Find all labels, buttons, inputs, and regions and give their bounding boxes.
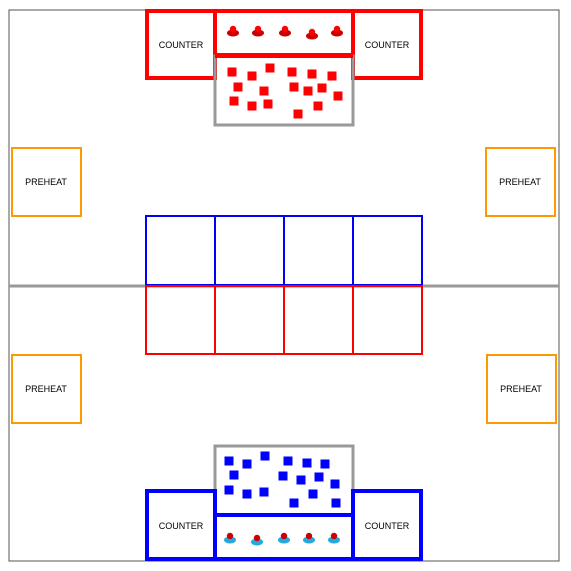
red-cube[interactable] bbox=[265, 63, 275, 73]
blue-cone-rack[interactable] bbox=[213, 513, 355, 561]
red-cube[interactable] bbox=[227, 67, 237, 77]
preheat-top-right-label: PREHEAT bbox=[499, 177, 541, 187]
blue-cube[interactable] bbox=[331, 498, 341, 508]
blue-cone[interactable] bbox=[278, 532, 290, 544]
blue-cube[interactable] bbox=[296, 475, 306, 485]
red-cube[interactable] bbox=[313, 101, 323, 111]
blue-cube[interactable] bbox=[320, 459, 330, 469]
red-counter-left-label: COUNTER bbox=[159, 40, 204, 50]
blue-cube[interactable] bbox=[229, 470, 239, 480]
red-cube[interactable] bbox=[289, 82, 299, 92]
preheat-top-right[interactable] bbox=[485, 147, 556, 217]
blue-cube[interactable] bbox=[283, 456, 293, 466]
red-cube[interactable] bbox=[233, 82, 243, 92]
preheat-bottom-right-label: PREHEAT bbox=[500, 384, 542, 394]
blue-counter-left-label: COUNTER bbox=[159, 521, 204, 531]
blue-cube[interactable] bbox=[224, 456, 234, 466]
red-cone-group bbox=[227, 25, 343, 40]
preheat-top-left[interactable] bbox=[11, 147, 82, 217]
preheat-bottom-left[interactable] bbox=[11, 354, 82, 424]
blue-cube-group bbox=[224, 451, 341, 508]
blue-cube[interactable] bbox=[308, 489, 318, 499]
preheat-top-left-label: PREHEAT bbox=[25, 177, 67, 187]
blue-cone[interactable] bbox=[303, 532, 315, 544]
red-cube[interactable] bbox=[259, 86, 269, 96]
red-cube[interactable] bbox=[263, 99, 273, 109]
red-cube[interactable] bbox=[327, 71, 337, 81]
preheat-bottom-left-label: PREHEAT bbox=[25, 384, 67, 394]
red-cube[interactable] bbox=[307, 69, 317, 79]
blue-cone-group bbox=[224, 532, 340, 546]
red-cube[interactable] bbox=[317, 83, 327, 93]
red-cube[interactable] bbox=[229, 96, 239, 106]
red-cone[interactable] bbox=[279, 25, 291, 37]
blue-cube[interactable] bbox=[289, 498, 299, 508]
red-cube-group bbox=[227, 63, 343, 119]
red-cube[interactable] bbox=[333, 91, 343, 101]
red-cone[interactable] bbox=[306, 28, 318, 40]
red-counter-right-label: COUNTER bbox=[365, 40, 410, 50]
blue-cube[interactable] bbox=[260, 451, 270, 461]
red-cube[interactable] bbox=[293, 109, 303, 119]
red-cube[interactable] bbox=[247, 101, 257, 111]
blue-cube[interactable] bbox=[302, 458, 312, 468]
blue-cube[interactable] bbox=[278, 471, 288, 481]
blue-cube[interactable] bbox=[314, 472, 324, 482]
blue-cube[interactable] bbox=[224, 485, 234, 495]
blue-cone[interactable] bbox=[328, 532, 340, 544]
blue-cone[interactable] bbox=[224, 532, 236, 544]
blue-cube[interactable] bbox=[242, 459, 252, 469]
blue-cube[interactable] bbox=[330, 479, 340, 489]
blue-cone[interactable] bbox=[251, 534, 263, 546]
red-cone[interactable] bbox=[331, 25, 343, 37]
red-cube[interactable] bbox=[247, 71, 257, 81]
red-cube[interactable] bbox=[287, 67, 297, 77]
red-cone[interactable] bbox=[227, 25, 239, 37]
preheat-bottom-right[interactable] bbox=[486, 354, 557, 424]
grid-cell-red-4[interactable] bbox=[352, 285, 423, 355]
blue-cube[interactable] bbox=[242, 489, 252, 499]
red-cube[interactable] bbox=[303, 86, 313, 96]
center-grid-red-row bbox=[145, 285, 423, 355]
blue-counter-right-label: COUNTER bbox=[365, 521, 410, 531]
blue-cube[interactable] bbox=[259, 487, 269, 497]
red-cone[interactable] bbox=[252, 25, 264, 37]
